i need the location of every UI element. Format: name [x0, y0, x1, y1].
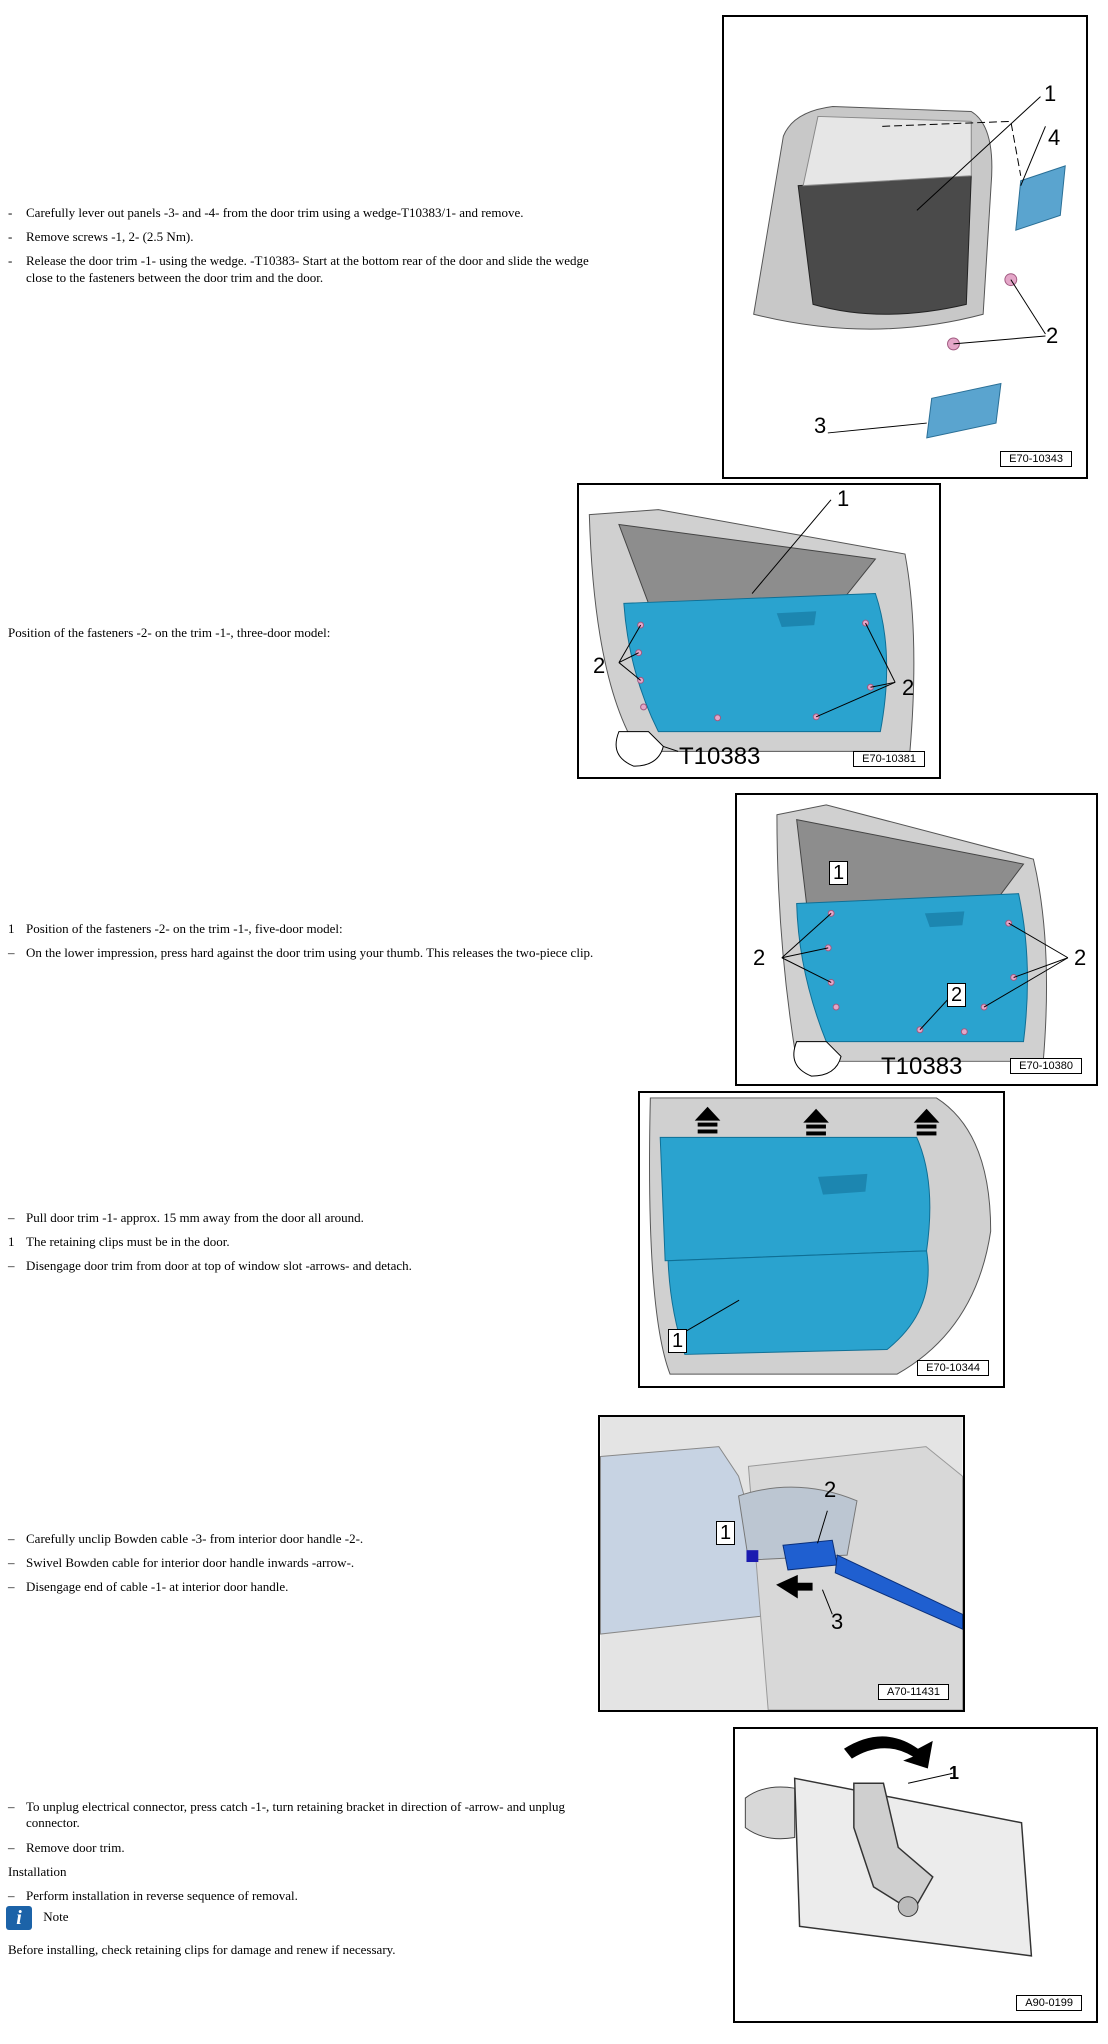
info-icon: i	[6, 1906, 32, 1930]
figure-three-door: 1 2 2 T10383 E70-10381	[577, 483, 941, 779]
figure-label: E70-10344	[917, 1360, 989, 1376]
step5-line-2: –Swivel Bowden cable for interior door h…	[8, 1555, 355, 1570]
figure-electrical-connector: 1 A90-0199	[733, 1727, 1098, 2023]
figure-callout: 2	[902, 675, 915, 700]
figure-five-door: 1 2 2 2 T10383 E70-10380	[735, 793, 1098, 1086]
step5-line-3: –Disengage end of cable -1- at interior …	[8, 1579, 289, 1594]
figure-callout: 2	[593, 653, 606, 678]
figure-callout: 3	[814, 413, 827, 438]
figure-label: E70-10381	[853, 751, 925, 767]
figure-callout: 1	[1044, 81, 1057, 106]
step3-line-2: –On the lower impression, press hard aga…	[8, 945, 594, 960]
figure-label: E70-10343	[1000, 451, 1072, 467]
step1-line-3: -Release the door trim -1- using the wed…	[8, 253, 589, 268]
tool-label: T10383	[679, 743, 761, 770]
figure-callout: 2	[1074, 945, 1087, 970]
figure-callout: 2	[824, 1477, 837, 1502]
figure-callout: 3	[831, 1609, 844, 1634]
step6-line-1: –To unplug electrical connector, press c…	[8, 1799, 565, 1814]
figure-callout: 1	[668, 1329, 688, 1353]
figure-label: A90-0199	[1016, 1995, 1082, 2011]
figure-callout: 1	[716, 1521, 736, 1545]
note-row: i Note	[6, 1906, 69, 1930]
figure-callout: 4	[1048, 125, 1061, 150]
step-marker: 1	[8, 921, 15, 936]
figure-label: A70-11431	[877, 1684, 949, 1700]
step4-line-3: –Disengage door trim from door at top of…	[8, 1258, 412, 1273]
step5-line-1: –Carefully unclip Bowden cable -3- from …	[8, 1531, 364, 1546]
installation-heading: Installation	[8, 1864, 67, 1879]
figure-callout: 2	[947, 983, 967, 1007]
step1-line-4: close to the fasteners between the door …	[26, 270, 324, 285]
figure-callout: 1	[949, 1763, 960, 1783]
note-text: Before installing, check retaining clips…	[8, 1942, 396, 1957]
figure-callout: 1	[837, 486, 850, 511]
note-label: Note	[43, 1908, 69, 1924]
step-marker: 1	[8, 1234, 15, 1249]
step1-line-1: -Carefully lever out panels -3- and -4- …	[8, 205, 524, 220]
tool-label: T10383	[881, 1053, 963, 1080]
figure-bowden-cable: 2 1 3 A70-11431	[598, 1415, 965, 1712]
figure-label: E70-10380	[1010, 1058, 1082, 1074]
figure-door-panels: 1 4 2 3 E70-10343	[722, 15, 1088, 479]
figure-callout: 2	[1046, 323, 1059, 348]
step6-line-1b: connector.	[26, 1815, 80, 1830]
step6-line-2: –Remove door trim.	[8, 1840, 125, 1855]
figure-callout: 2	[753, 945, 766, 970]
step4-line-1: –Pull door trim -1- approx. 15 mm away f…	[8, 1210, 364, 1225]
step1-line-2: -Remove screws -1, 2- (2.5 Nm).	[8, 229, 194, 244]
step2-line: Position of the fasteners -2- on the tri…	[8, 625, 331, 640]
step6-line-3: –Perform installation in reverse sequenc…	[8, 1888, 298, 1903]
figure-door-trim-detach: 1 E70-10344	[638, 1091, 1005, 1388]
figure-callout: 1	[829, 861, 849, 885]
